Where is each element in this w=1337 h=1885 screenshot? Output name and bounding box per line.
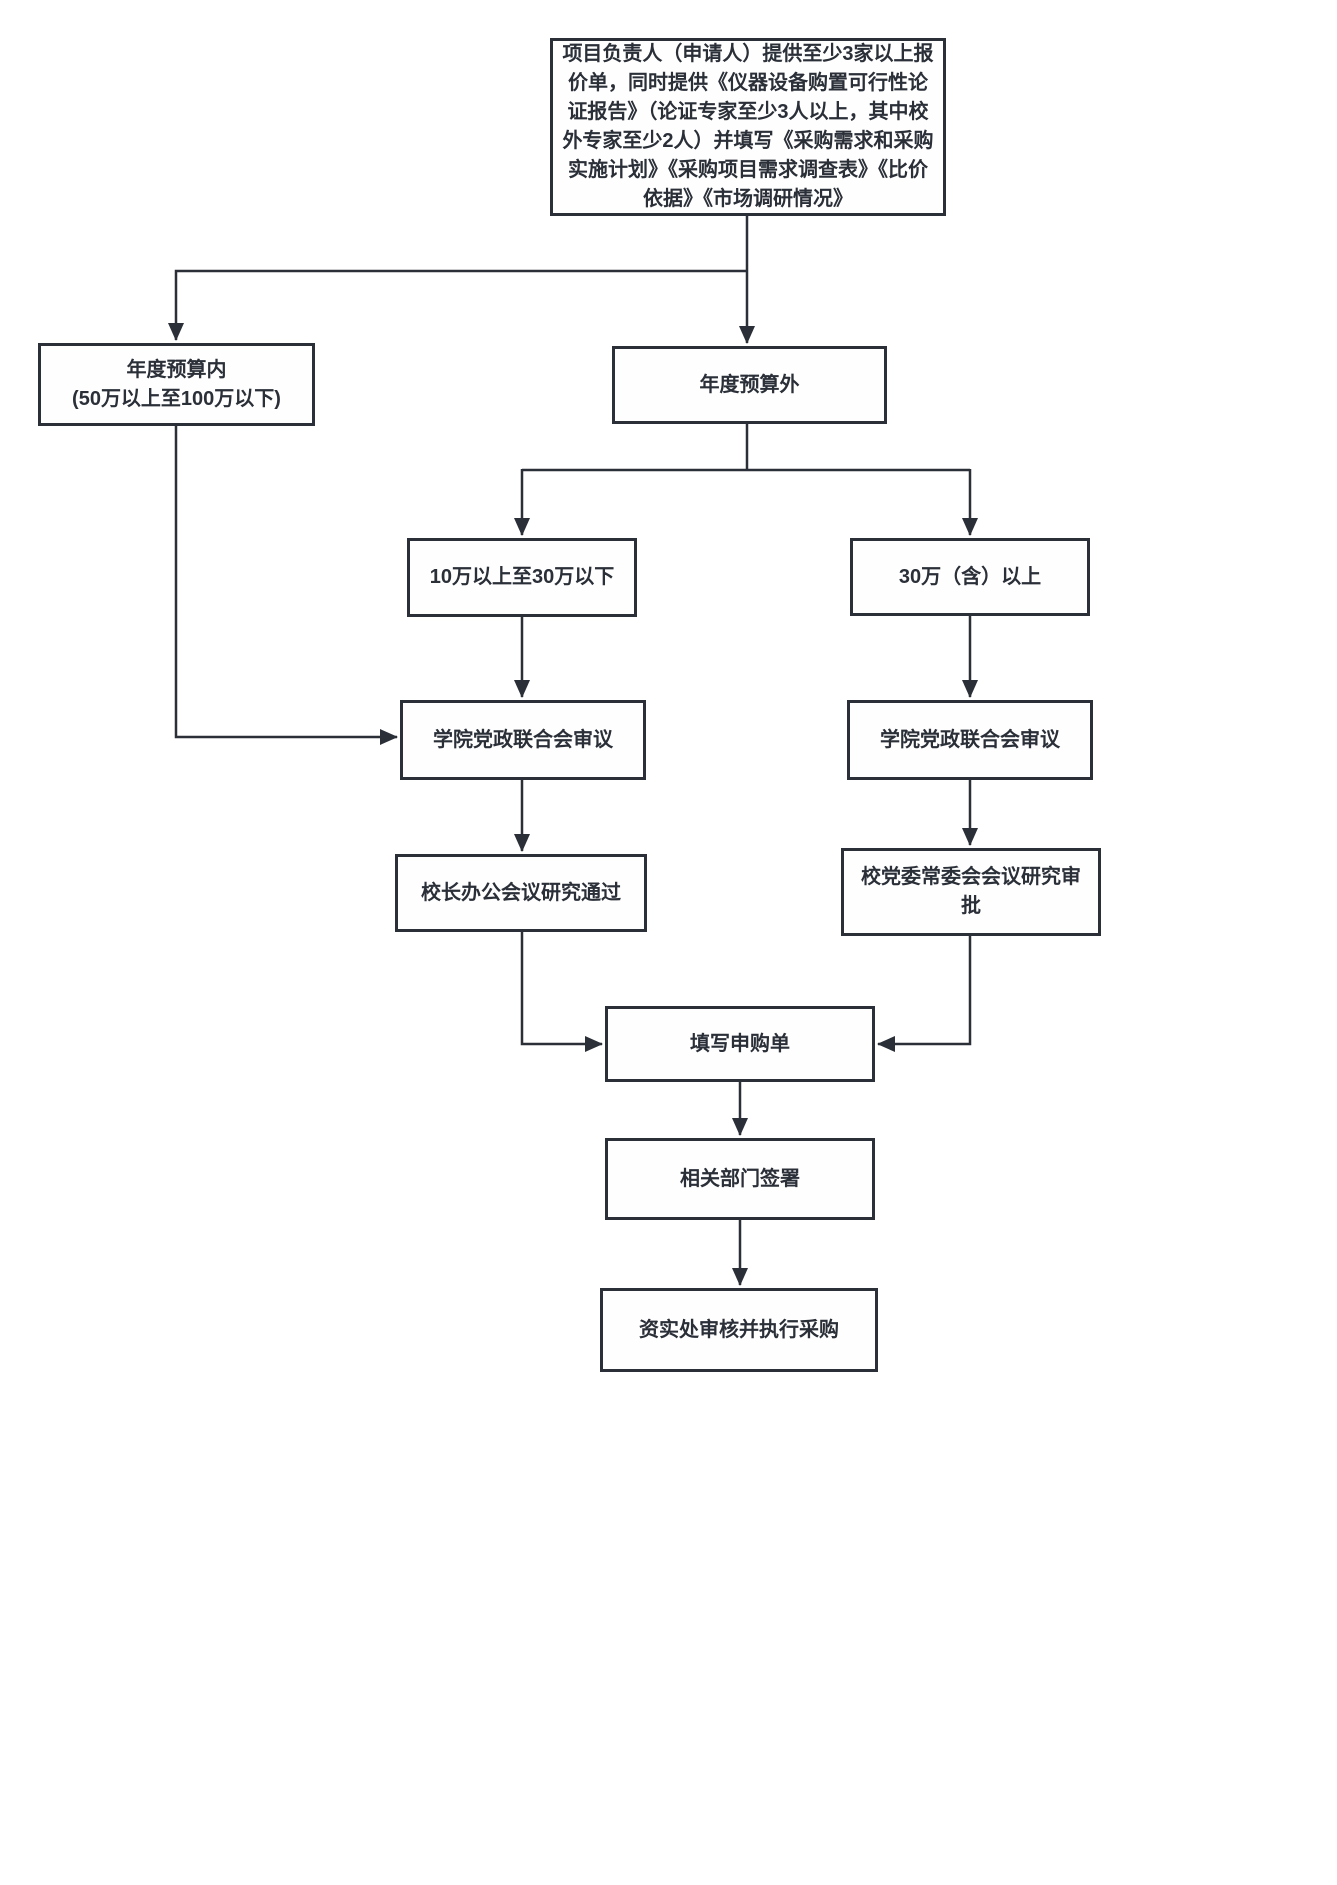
- node-range-30-plus: 30万（含）以上: [850, 538, 1090, 616]
- node-start-requirements: 项目负责人（申请人）提供至少3家以上报价单，同时提供《仪器设备购置可行性论证报告…: [550, 38, 946, 216]
- node-college-review-right: 学院党政联合会审议: [847, 700, 1093, 780]
- node-fill-requisition: 填写申购单: [605, 1006, 875, 1082]
- connector-president-to-fill: [520, 932, 603, 1052]
- node-asset-office-execute: 资实处审核并执行采购: [600, 1288, 878, 1372]
- node-college-review-left: 学院党政联合会审议: [400, 700, 646, 780]
- node-beyond-annual-budget: 年度预算外: [612, 346, 887, 424]
- node-president-office-meeting: 校长办公会议研究通过: [395, 854, 647, 932]
- node-department-sign: 相关部门签署: [605, 1138, 875, 1220]
- node-within-annual-budget: 年度预算内 (50万以上至100万以下): [38, 343, 315, 426]
- connector-start-branch-to-within: [168, 269, 747, 341]
- node-range-10-to-30: 10万以上至30万以下: [407, 538, 637, 617]
- connector-committee-to-fill: [877, 936, 972, 1052]
- connector-within-to-college-left: [174, 426, 398, 745]
- node-party-committee-approval: 校党委常委会会议研究审批: [841, 848, 1101, 936]
